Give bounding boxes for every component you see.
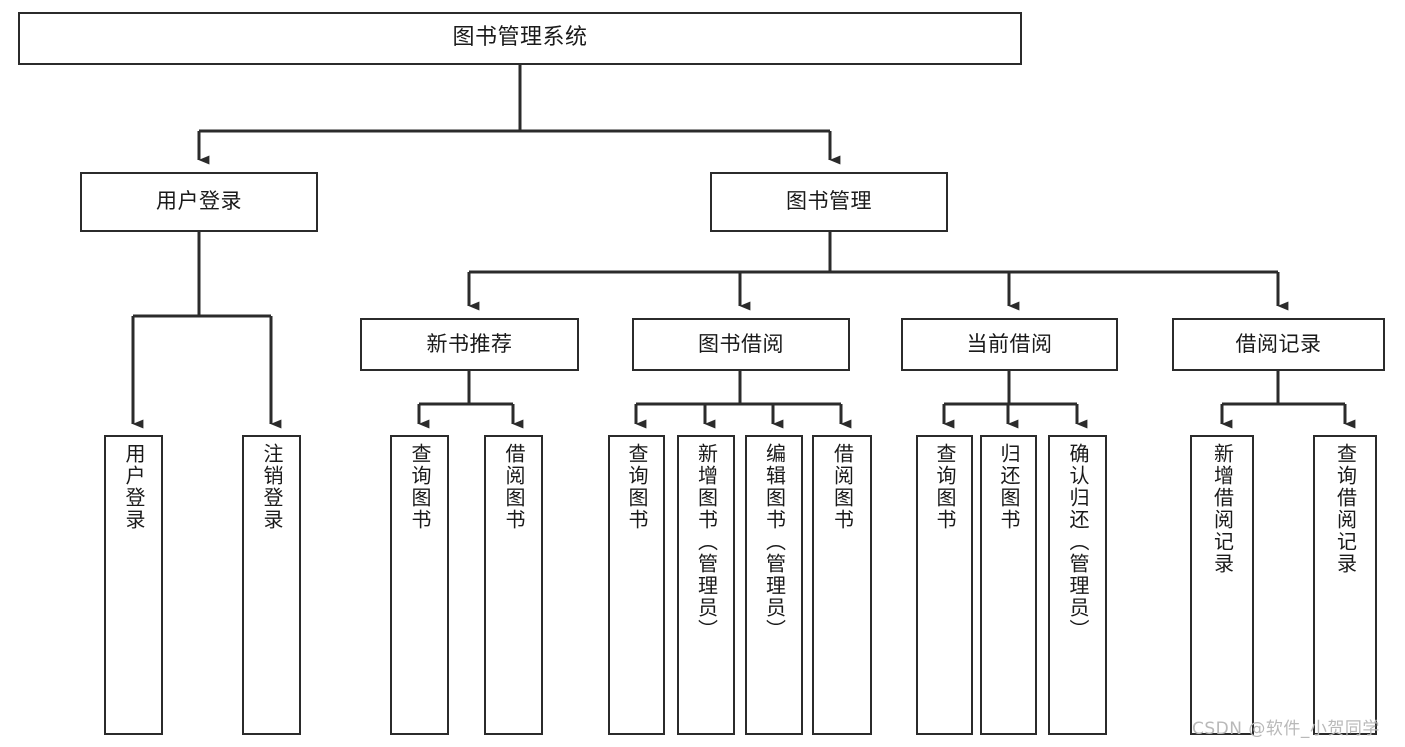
node-label: 查询图书	[408, 443, 432, 531]
node-book-borrow[interactable]: 图书借阅	[632, 318, 850, 371]
node-label: 图书管理	[786, 189, 872, 214]
node-borrow-record[interactable]: 借阅记录	[1172, 318, 1385, 371]
node-user-login[interactable]: 用户登录	[80, 172, 318, 232]
node-root-book-management-system[interactable]: 图书管理系统	[18, 12, 1022, 65]
leaf-current-borrow-confirm-return[interactable]: 确认归还（管理员）	[1048, 435, 1107, 735]
node-label: 用户登录	[156, 189, 242, 214]
node-label: 借阅图书	[830, 443, 855, 531]
node-label: 当前借阅	[966, 331, 1053, 356]
leaf-book-borrow-add[interactable]: 新增图书（管理员）	[677, 435, 735, 735]
leaf-book-borrow-edit[interactable]: 编辑图书（管理员）	[745, 435, 803, 735]
node-label: 查询图书	[625, 443, 649, 531]
leaf-book-borrow-borrow[interactable]: 借阅图书	[812, 435, 872, 735]
leaf-new-book-query[interactable]: 查询图书	[390, 435, 449, 735]
node-label: 新增借阅记录	[1210, 443, 1235, 575]
node-label: 确认归还（管理员）	[1066, 443, 1090, 641]
leaf-borrow-record-add[interactable]: 新增借阅记录	[1190, 435, 1254, 735]
node-label: 查询借阅记录	[1333, 443, 1358, 575]
leaf-current-borrow-return[interactable]: 归还图书	[980, 435, 1037, 735]
node-label: 新增图书（管理员）	[694, 443, 719, 641]
leaf-user-login-signout[interactable]: 注销登录	[242, 435, 301, 735]
node-book-management[interactable]: 图书管理	[710, 172, 948, 232]
node-label: 注销登录	[260, 443, 284, 531]
node-label: 查询图书	[933, 443, 957, 531]
node-current-borrow[interactable]: 当前借阅	[901, 318, 1118, 371]
node-label: 图书管理系统	[452, 25, 588, 51]
leaf-borrow-record-query[interactable]: 查询借阅记录	[1313, 435, 1377, 735]
node-label: 借阅图书	[502, 443, 526, 531]
node-label: 用户登录	[122, 443, 146, 531]
node-label: 归还图书	[997, 443, 1021, 531]
node-new-book-recommend[interactable]: 新书推荐	[360, 318, 579, 371]
leaf-new-book-borrow[interactable]: 借阅图书	[484, 435, 543, 735]
node-label: 编辑图书（管理员）	[762, 443, 787, 641]
leaf-current-borrow-query[interactable]: 查询图书	[916, 435, 973, 735]
leaf-user-login-signin[interactable]: 用户登录	[104, 435, 163, 735]
node-label: 借阅记录	[1235, 331, 1322, 356]
node-label: 图书借阅	[698, 331, 784, 356]
leaf-book-borrow-query[interactable]: 查询图书	[608, 435, 665, 735]
node-label: 新书推荐	[426, 331, 513, 356]
